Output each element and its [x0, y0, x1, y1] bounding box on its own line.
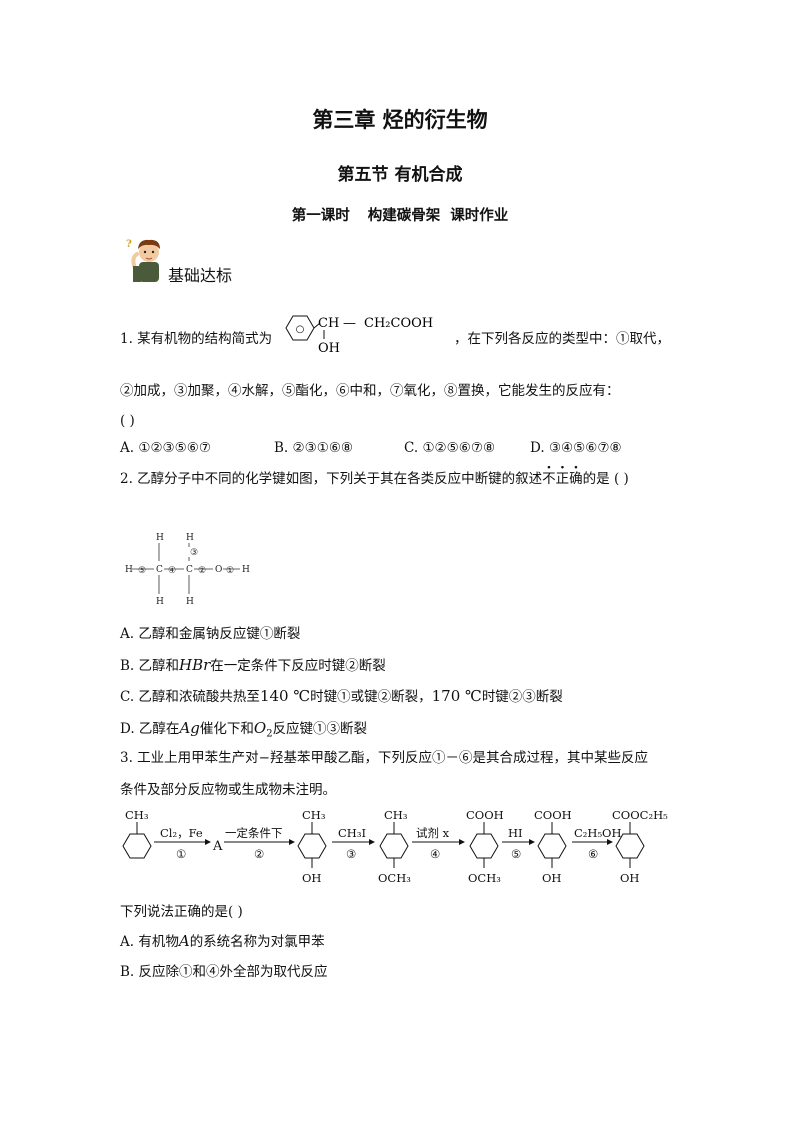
svg-text:Cl₂，Fe: Cl₂，Fe: [160, 826, 203, 840]
svg-text:H: H: [186, 533, 194, 543]
svg-text:H: H: [156, 533, 164, 543]
q1-paren: ( ): [120, 413, 135, 429]
ring-5: [537, 833, 567, 859]
chapter-title: 第三章 烃的衍生物: [312, 108, 488, 132]
svg-text:⑤: ⑤: [511, 847, 521, 861]
svg-text:一定条件下: 一定条件下: [225, 826, 283, 840]
svg-text:COOC₂H₅: COOC₂H₅: [612, 808, 668, 822]
svg-text:C: C: [186, 565, 193, 575]
svg-text:OCH₃: OCH₃: [468, 871, 501, 885]
svg-text:⑤: ⑤: [138, 566, 146, 576]
q3-option-a[interactable]: A. 有机物A的系统名称为对氯甲苯: [120, 932, 325, 950]
ethanol-bond-diagram: H H H H H C C O H ⑤ ④ ② ① ③: [125, 533, 250, 607]
svg-text:A: A: [212, 839, 223, 854]
svg-text:②: ②: [198, 566, 206, 576]
q1-line2: ②加成，③加聚，④水解，⑤酯化，⑥中和，⑦氧化，⑧置换，它能发生的反应有：: [120, 383, 620, 399]
svg-text:③: ③: [190, 548, 198, 558]
basic-section-label: 基础达标: [168, 266, 233, 285]
svg-text:OCH₃: OCH₃: [378, 871, 411, 885]
q1-option-a[interactable]: A. ①②③⑤⑥⑦: [120, 440, 211, 456]
svg-text:CH₃: CH₃: [302, 808, 326, 822]
oh-label: OH: [318, 341, 340, 356]
q2-stem: 2. 乙醇分子中不同的化学键如图，下列关于其在各类反应中断键的叙述不正确的是 (…: [120, 469, 629, 489]
ring-toluene: [122, 833, 152, 859]
q2-option-c[interactable]: C. 乙醇和浓硫酸共热至140 ℃时键①或键②断裂，170 ℃时键②③断裂: [120, 687, 563, 705]
section-title: 第五节 有机合成: [337, 165, 463, 185]
svg-text:C₂H₅OH: C₂H₅OH: [574, 826, 622, 840]
synthesis-scheme: CH₃ Cl₂，Fe ① A 一定条件下 ② CH₃ OH CH₃I ③ CH₃…: [122, 808, 668, 885]
svg-text:①: ①: [176, 847, 186, 861]
q1-option-b[interactable]: B. ②③①⑥⑧: [274, 440, 354, 456]
q3-line2: 条件及部分反应物或生成物未注明。: [120, 782, 336, 798]
q1-option-d[interactable]: D. ③④⑤⑥⑦⑧: [530, 440, 622, 456]
svg-text:H: H: [242, 565, 250, 575]
q1-after-struct: ，在下列各反应的类型中：①取代，: [454, 331, 670, 347]
q3-ask: 下列说法正确的是( ): [120, 904, 243, 920]
ring-4: [469, 833, 499, 859]
thinking-boy-icon: ?: [126, 239, 160, 282]
q2-option-d[interactable]: D. 乙醇在Ag催化下和O2反应键①③断裂: [120, 719, 368, 740]
svg-text:③: ③: [346, 847, 356, 861]
svg-text:HI: HI: [508, 826, 523, 840]
svg-text:?: ?: [126, 239, 132, 250]
svg-text:②: ②: [254, 847, 264, 861]
svg-text:C: C: [156, 565, 163, 575]
ch-label: CH: [318, 316, 339, 331]
svg-text:OH: OH: [620, 871, 639, 885]
ring-label: ○: [296, 324, 305, 335]
svg-text:试剂 x: 试剂 x: [416, 826, 450, 840]
svg-text:CH₃: CH₃: [125, 808, 149, 822]
q2-option-a[interactable]: A. 乙醇和金属钠反应键①断裂: [120, 626, 301, 642]
ring-2: [297, 833, 327, 859]
svg-text:H: H: [186, 597, 194, 607]
svg-text:④: ④: [430, 847, 440, 861]
q1-option-c[interactable]: C. ①②⑤⑥⑦⑧: [404, 440, 496, 456]
ring-6: [615, 833, 645, 859]
svg-text:COOH: COOH: [466, 808, 504, 822]
lesson-title: 第一课时构建碳骨架课时作业: [291, 208, 509, 224]
q1-intro: 1. 某有机物的结构简式为: [120, 331, 273, 347]
dash-label: —: [343, 316, 356, 331]
svg-text:H: H: [156, 597, 164, 607]
q1-options: A. ①②③⑤⑥⑦ B. ②③①⑥⑧ C. ①②⑤⑥⑦⑧ D. ③④⑤⑥⑦⑧: [120, 438, 680, 458]
svg-text:CH₃: CH₃: [384, 808, 408, 822]
svg-text:OH: OH: [542, 871, 561, 885]
svg-text:①: ①: [226, 566, 234, 576]
svg-text:H: H: [125, 565, 133, 575]
ring-3: [379, 833, 409, 859]
svg-text:COOH: COOH: [534, 808, 572, 822]
q3-line1: 3. 工业上用甲苯生产对−羟基苯甲酸乙酯，下列反应①－⑥是其合成过程，其中某些反…: [120, 750, 648, 766]
q2-option-b[interactable]: B. 乙醇和HBr在一定条件下反应时键②断裂: [120, 656, 386, 674]
svg-text:⑥: ⑥: [588, 847, 598, 861]
ch2cooh-label: CH₂COOH: [364, 316, 433, 331]
svg-text:④: ④: [168, 566, 176, 576]
svg-text:OH: OH: [302, 871, 321, 885]
svg-text:CH₃I: CH₃I: [338, 826, 366, 840]
svg-text:O: O: [215, 565, 222, 575]
q1-structure: ○ CH — CH₂COOH OH: [285, 315, 433, 356]
q3-option-b[interactable]: B. 反应除①和④外全部为取代反应: [120, 964, 328, 980]
